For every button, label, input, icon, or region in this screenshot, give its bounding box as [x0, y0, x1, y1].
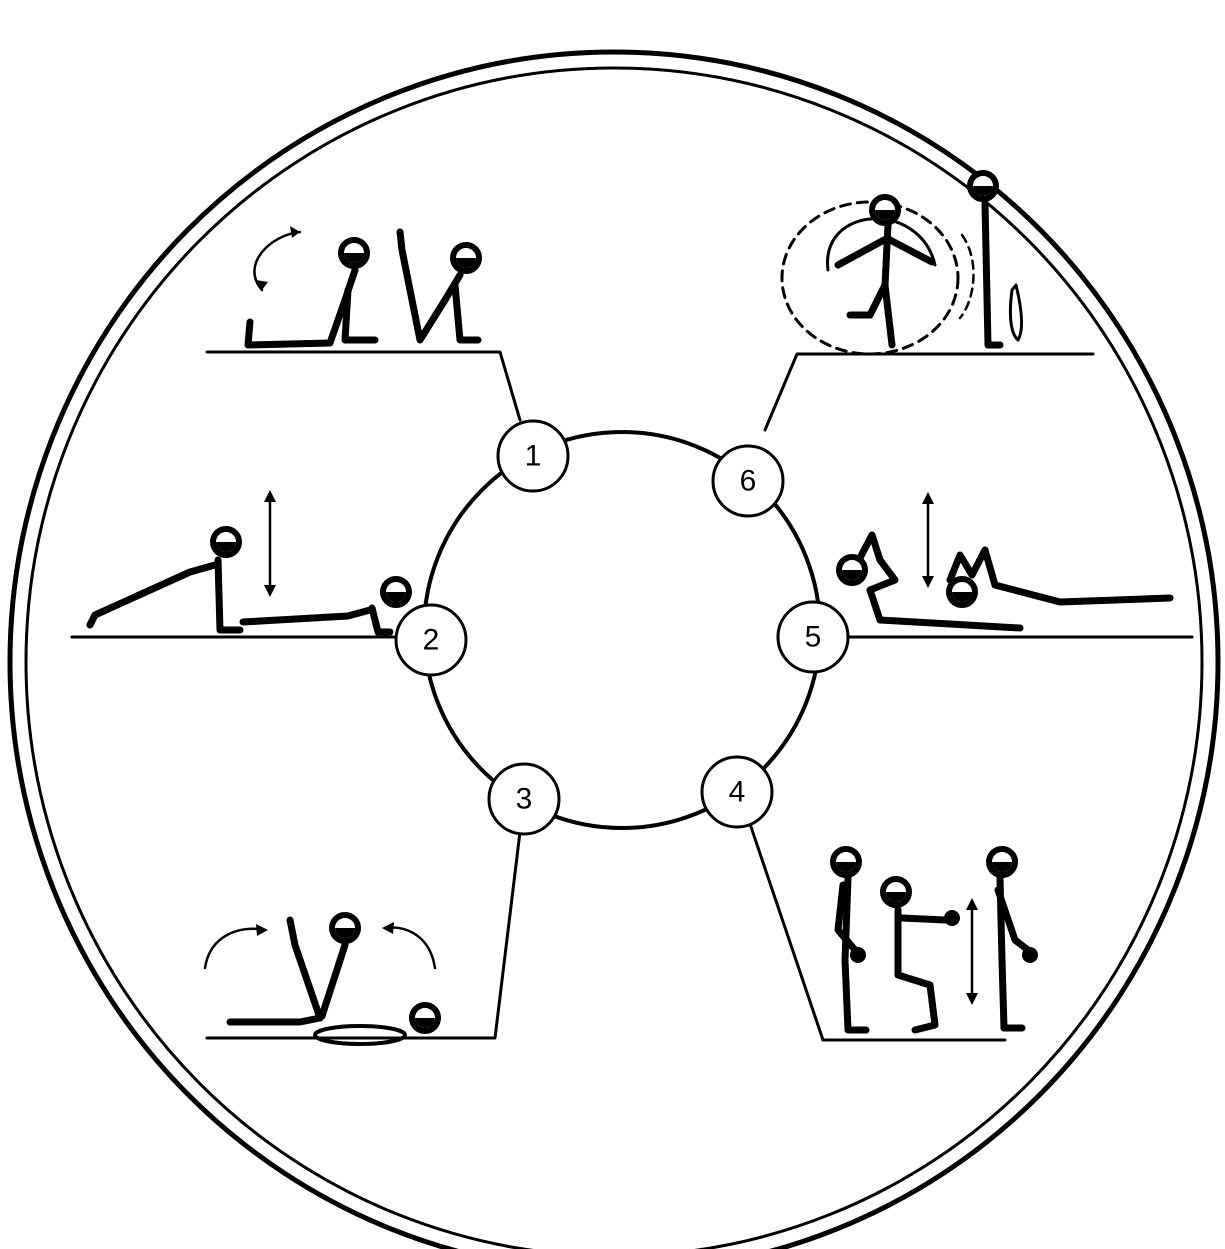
- station-number: 1: [525, 440, 542, 473]
- station-badge-1: 1: [498, 421, 568, 491]
- back-extension-icon: [839, 492, 1170, 628]
- sit-up-icon: [248, 226, 479, 345]
- leg-raise-toe-touch-icon: [205, 915, 438, 1044]
- platforms: [72, 352, 1192, 1040]
- platform-1: [207, 352, 520, 420]
- platform-6: [765, 354, 1093, 430]
- skipping-rope-icon: [782, 173, 1022, 354]
- station-number: 3: [516, 783, 533, 816]
- platform-4-connector: [748, 818, 823, 1040]
- station-badge-6: 6: [713, 446, 783, 516]
- platform-3: [207, 832, 520, 1038]
- push-up-icon: [90, 490, 409, 632]
- station-badge-2: 2: [396, 605, 466, 675]
- station-number: 6: [740, 465, 757, 498]
- station-badge-5: 5: [778, 602, 848, 672]
- station-number: 5: [805, 621, 822, 654]
- outer-ring: [10, 52, 1218, 1249]
- station-badge-4: 4: [702, 757, 772, 827]
- station-badge-3: 3: [489, 764, 559, 834]
- station-number: 4: [729, 776, 746, 809]
- station-number: 2: [423, 624, 440, 657]
- dumbbell-squat-icon: [833, 849, 1038, 1030]
